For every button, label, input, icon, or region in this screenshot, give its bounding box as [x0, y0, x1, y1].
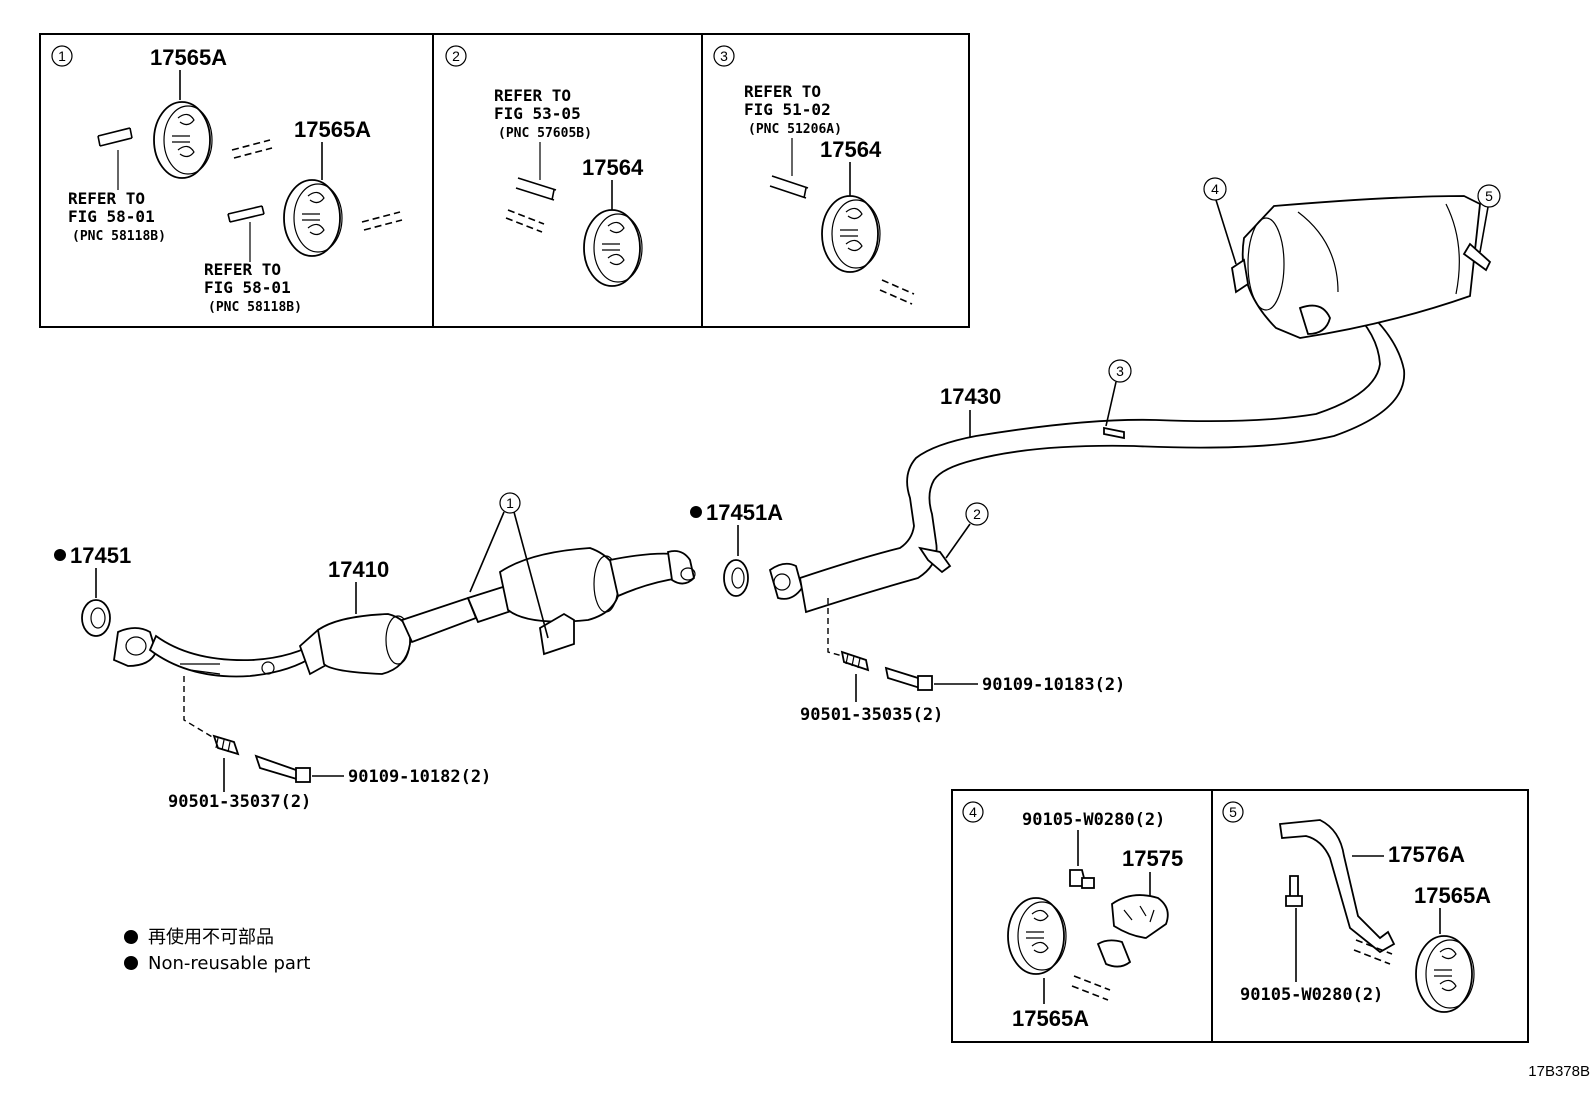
bracket-17575 [1111, 894, 1169, 939]
main-assembly: 17451 17410 1 [54, 177, 1501, 812]
box-number: 4 [969, 804, 977, 820]
non-reusable-dot [54, 549, 66, 561]
part-number-17410: 17410 [328, 557, 389, 582]
callout-circle-4 [1203, 177, 1227, 201]
rubber-hanger [821, 195, 881, 273]
rubber-hanger [1415, 935, 1475, 1013]
bracket-17576a [1278, 819, 1396, 954]
rubber-hanger [283, 179, 343, 257]
callout-number: 1 [506, 495, 514, 511]
detail-box-5: 5 17576A 90105-W0280(2) 17565A [1211, 789, 1529, 1043]
box-number: 5 [1229, 804, 1237, 820]
part-number-90105-w0280: 90105-W0280(2) [1240, 985, 1383, 1005]
part-number-17576a: 17576A [1388, 842, 1465, 867]
refer-to-line1: REFER TO [68, 189, 145, 208]
part-number-90109-10182: 90109-10182(2) [348, 767, 491, 787]
rubber-hanger [583, 209, 643, 287]
callout-circle-5 [1222, 801, 1244, 823]
part-number-17451a: 17451A [706, 500, 783, 525]
part-number-17565a: 17565A [1414, 883, 1491, 908]
refer-to-line3: (PNC 58118B) [72, 229, 166, 244]
refer-to-line2: FIG 58-01 [68, 207, 155, 226]
part-number-17565a: 17565A [294, 117, 371, 142]
detail-box-1: 1 17565A REFER TO FIG 58-01 (PNC 58118B)… [39, 33, 434, 328]
front-exhaust-pipe [113, 547, 696, 678]
callout-circle-3 [713, 45, 735, 67]
detail-box-3: 3 REFER TO FIG 51-02 (PNC 51206A) 17564 [701, 33, 970, 328]
refer-to-line2: FIG 51-02 [744, 100, 831, 119]
bolt-front [254, 754, 302, 782]
refer-to-line3: (PNC 57605B) [498, 126, 592, 141]
tail-pipe-and-muffler [768, 195, 1492, 614]
legend-dot [124, 956, 138, 970]
part-number-90105-w0280: 90105-W0280(2) [1022, 810, 1165, 830]
callout-number: 4 [1211, 181, 1219, 197]
bolt-rear [884, 666, 922, 690]
part-number-17565a: 17565A [1012, 1006, 1089, 1031]
part-number-17565a: 17565A [150, 45, 227, 70]
bolt [1285, 875, 1303, 907]
rubber-hanger [153, 101, 213, 179]
part-number-90501-35037: 90501-35037(2) [168, 792, 311, 812]
box-number: 1 [58, 48, 66, 64]
callout-circle-5 [1477, 184, 1501, 208]
part-number-17564: 17564 [820, 137, 882, 162]
callout-circle-1 [51, 45, 73, 67]
callout-circle-1 [499, 492, 521, 514]
gasket-center [723, 559, 749, 597]
rubber-hanger [1007, 897, 1067, 975]
refer-to-line3: (PNC 58118B) [208, 300, 302, 315]
legend-japanese: 再使用不可部品 [148, 927, 274, 948]
figure-code: 17B378B [1528, 1063, 1590, 1080]
callout-number: 5 [1485, 188, 1493, 204]
non-reusable-dot [690, 506, 702, 518]
part-number-17564: 17564 [582, 155, 644, 180]
callout-circle-2 [445, 45, 467, 67]
detail-box-2: 2 REFER TO FIG 53-05 (PNC 57605B) 17564 [432, 33, 703, 328]
box-number: 3 [720, 48, 728, 64]
refer-to-line1: REFER TO [744, 82, 821, 101]
gasket-front [81, 599, 111, 637]
refer-to-line2: FIG 53-05 [494, 104, 581, 123]
refer-to-line1: REFER TO [494, 86, 571, 105]
legend-dot [124, 930, 138, 944]
part-number-90501-35035: 90501-35035(2) [800, 705, 943, 725]
part-number-90109-10183: 90109-10183(2) [982, 675, 1125, 695]
callout-number: 3 [1116, 363, 1124, 379]
box-number: 2 [452, 48, 460, 64]
compression-spring-rear [840, 650, 870, 672]
refer-to-line2: FIG 58-01 [204, 278, 291, 297]
refer-to-line3: (PNC 51206A) [748, 122, 842, 137]
callout-circle-4 [962, 801, 984, 823]
refer-to-line1: REFER TO [204, 260, 281, 279]
callout-circle-3 [1108, 359, 1132, 383]
detail-box-4: 4 90105-W0280(2) 17575 17565A [951, 789, 1213, 1043]
part-number-17575: 17575 [1122, 846, 1183, 871]
callout-circle-2 [965, 502, 989, 526]
part-number-17451: 17451 [70, 543, 131, 568]
legend: 再使用不可部品 Non-reusable part [124, 927, 310, 974]
legend-english: Non-reusable part [148, 953, 310, 974]
callout-number: 2 [973, 506, 981, 522]
part-number-17430: 17430 [940, 384, 1001, 409]
